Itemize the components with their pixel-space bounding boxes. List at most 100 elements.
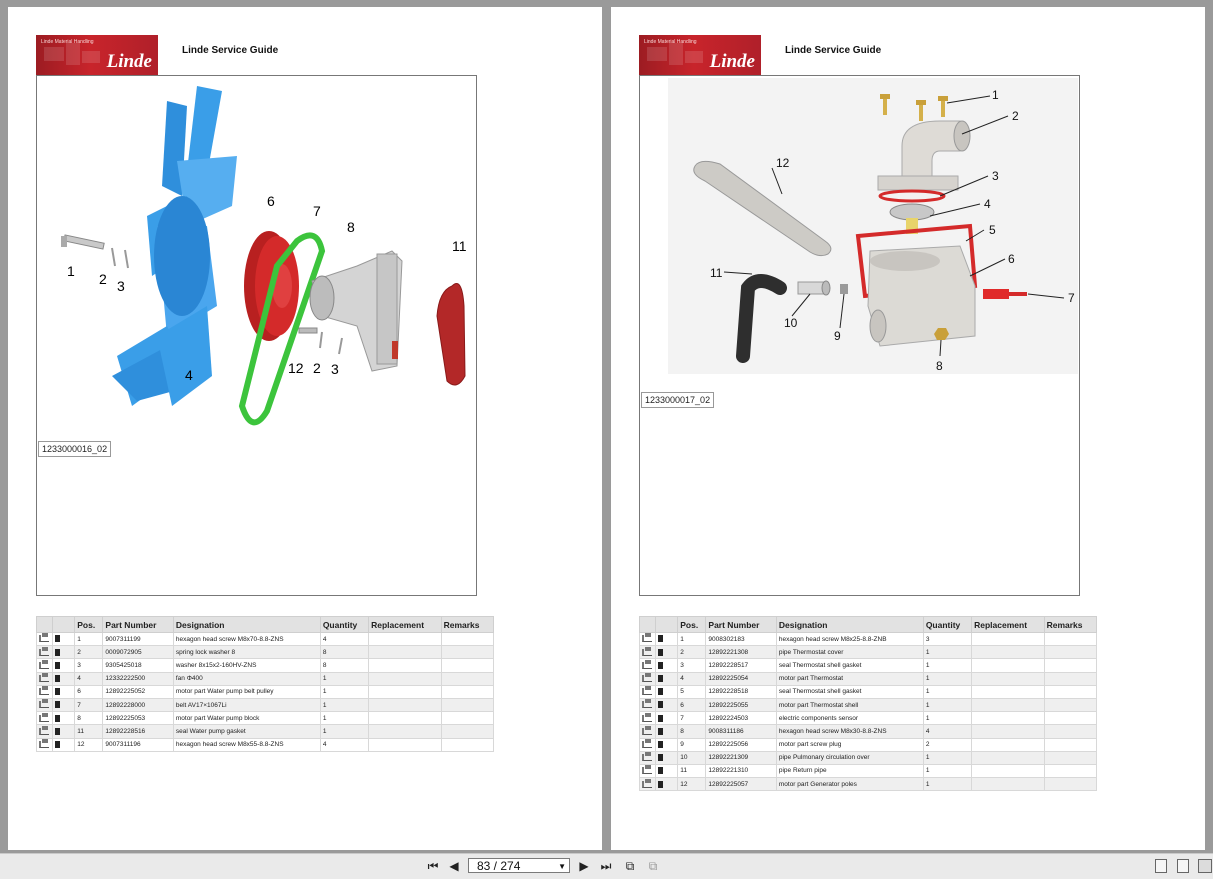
callout-label: 3: [117, 278, 125, 294]
column-header: Designation: [172, 616, 321, 633]
cart-icon[interactable]: [642, 752, 652, 762]
gasket-part: [436, 283, 466, 386]
cart-icon[interactable]: [642, 699, 652, 709]
cart-icon[interactable]: [39, 712, 49, 722]
book-icon[interactable]: [55, 675, 61, 683]
cart-icon[interactable]: [39, 646, 49, 656]
cart-icon[interactable]: [642, 778, 652, 788]
cell-designation: washer 8x15x2-160HV-ZNS: [172, 658, 321, 673]
cell-remarks: [1043, 724, 1098, 739]
cell-replacement: [971, 763, 1045, 779]
book-icon[interactable]: [658, 727, 664, 735]
cart-icon[interactable]: [642, 633, 652, 643]
book-icon[interactable]: [55, 635, 61, 643]
cart-icon[interactable]: [642, 765, 652, 775]
book-icon[interactable]: [658, 754, 664, 762]
next-view-icon[interactable]: ⧉: [648, 859, 658, 873]
book-icon[interactable]: [658, 675, 664, 683]
cell-pos: 4: [74, 671, 104, 686]
single-page-icon[interactable]: [1155, 859, 1167, 873]
prev-page-icon[interactable]: ◀: [449, 859, 459, 873]
washer-part: [124, 249, 129, 269]
book-icon[interactable]: [55, 648, 61, 656]
book-icon[interactable]: [658, 714, 664, 722]
continuous-icon[interactable]: [1177, 859, 1189, 873]
next-page-icon[interactable]: ▶: [579, 859, 589, 873]
prev-view-icon[interactable]: ⧉: [625, 859, 635, 873]
cell-quantity: 1: [922, 658, 973, 673]
cart-icon-cell: [638, 737, 657, 752]
linde-logo: Linde Material Handling Linde: [36, 35, 158, 75]
page-number-select[interactable]: 83 / 274 ▼: [468, 858, 570, 873]
first-page-icon[interactable]: ⏮: [427, 859, 439, 873]
book-icon[interactable]: [55, 701, 61, 709]
book-icon[interactable]: [658, 780, 664, 788]
cart-icon[interactable]: [642, 673, 652, 683]
two-page-icon[interactable]: [1198, 859, 1212, 873]
book-icon[interactable]: [55, 727, 61, 735]
cart-icon[interactable]: [39, 686, 49, 696]
book-icon-cell: [52, 737, 76, 752]
callout-label: 2: [99, 271, 107, 287]
book-icon[interactable]: [658, 688, 664, 696]
book-icon[interactable]: [658, 635, 664, 643]
cell-replacement: [971, 777, 1045, 792]
callout-label: 2: [1012, 109, 1019, 123]
cart-icon[interactable]: [642, 739, 652, 748]
cart-icon[interactable]: [39, 739, 49, 748]
cell-pos: 3: [677, 658, 707, 673]
cart-icon[interactable]: [642, 659, 652, 669]
table-header-row: Pos. Part Number Designation Quantity Re…: [638, 616, 1098, 633]
book-icon[interactable]: [658, 740, 664, 748]
cell-quantity: 4: [922, 724, 973, 739]
screw-plug-part: [840, 284, 848, 294]
book-icon[interactable]: [55, 740, 61, 748]
cell-designation: hexagon head screw M8x55-8.8-ZNS: [172, 737, 321, 752]
cell-pos: 7: [74, 697, 104, 713]
cell-remarks: [1043, 631, 1098, 647]
cart-icon[interactable]: [39, 633, 49, 643]
book-icon-cell: [52, 645, 76, 660]
callout-label: 7: [1068, 291, 1075, 305]
cell-pos: 12: [677, 777, 707, 792]
cell-quantity: 1: [319, 697, 370, 713]
cart-icon[interactable]: [39, 725, 49, 735]
book-icon[interactable]: [55, 688, 61, 696]
page-indicator: 83 / 274: [477, 859, 521, 873]
cell-pos: 7: [677, 711, 707, 726]
column-header: Remarks: [440, 616, 495, 633]
cart-icon[interactable]: [39, 699, 49, 709]
cart-icon-cell: [35, 671, 54, 686]
cell-quantity: 1: [922, 697, 973, 713]
book-icon[interactable]: [658, 648, 664, 656]
cell-pos: 9: [677, 737, 707, 752]
callout-label: 5: [989, 223, 996, 237]
cell-pos: 3: [74, 658, 104, 673]
last-page-icon[interactable]: ⏭: [600, 859, 612, 873]
cell-remarks: [440, 684, 495, 699]
cart-icon[interactable]: [39, 673, 49, 683]
cell-replacement: [368, 658, 442, 673]
cart-icon[interactable]: [642, 646, 652, 656]
column-header: Replacement: [971, 616, 1045, 633]
hex-screw-part: [880, 94, 948, 121]
cart-icon[interactable]: [642, 725, 652, 735]
cart-icon[interactable]: [642, 712, 652, 722]
book-icon[interactable]: [658, 767, 664, 775]
column-header: Part Number: [102, 616, 174, 633]
book-icon[interactable]: [658, 701, 664, 709]
cell-designation: motor part Water pump belt pulley: [172, 684, 321, 699]
cart-icon[interactable]: [39, 659, 49, 669]
thermostat-shell-part: [867, 245, 976, 347]
book-icon-cell: [52, 658, 76, 673]
book-icon[interactable]: [55, 661, 61, 669]
book-icon[interactable]: [55, 714, 61, 722]
cart-icon[interactable]: [642, 686, 652, 696]
book-icon[interactable]: [658, 661, 664, 669]
